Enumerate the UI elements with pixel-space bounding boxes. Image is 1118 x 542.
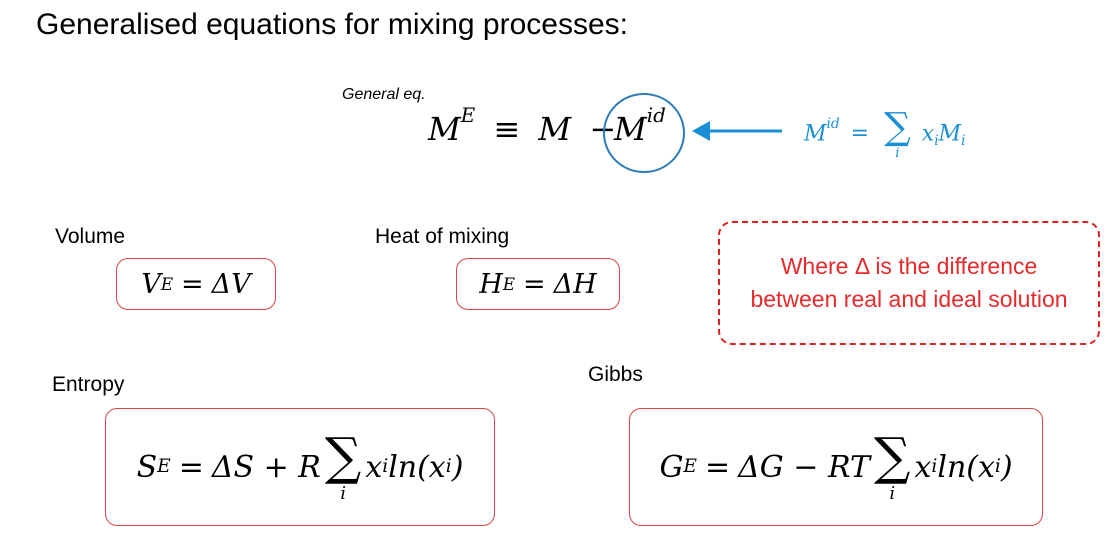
def-symbol: M <box>804 121 827 147</box>
gibbs-close: ) <box>1000 449 1013 485</box>
heat-equals: = <box>523 268 546 300</box>
sigma-glyph: ∑ <box>874 427 911 487</box>
heat-delta: ΔH <box>553 268 597 300</box>
mid-superscript: id <box>646 104 666 128</box>
entropy-sum: ∑ i <box>325 432 361 503</box>
volume-label: Volume <box>55 225 126 248</box>
volume-equals: = <box>181 268 204 300</box>
entropy-ln: ln(x <box>388 449 446 485</box>
entropy-label: Entropy <box>52 373 125 396</box>
sigma-glyph: ∑ <box>324 427 362 487</box>
mid-term: Mid <box>614 106 666 148</box>
sum-index: i <box>340 482 346 504</box>
gibbs-term: x <box>914 449 932 485</box>
entropy-rhs: ΔS + R <box>211 449 321 485</box>
def-superscript: id <box>826 116 840 133</box>
volume-delta: ΔV <box>211 268 251 300</box>
term-m-sub: i <box>961 133 966 150</box>
sigma-glyph: ∑ <box>884 104 911 148</box>
lhs-symbol: M <box>428 110 461 148</box>
annotation-graphics <box>603 93 782 173</box>
entropy-term: x <box>365 449 383 485</box>
sum-symbol: ∑ i <box>884 104 911 162</box>
ideal-definition: Mid = ∑ i xiMi <box>804 104 966 162</box>
delta-note-text: Where Δ is the difference between real a… <box>750 253 1068 312</box>
page-title: Generalised equations for mixing process… <box>36 8 628 41</box>
sum-index: i <box>895 146 900 162</box>
volume-symbol: V <box>141 268 161 300</box>
delta-note: Where Δ is the difference between real a… <box>718 221 1100 345</box>
term-x: x <box>921 121 935 147</box>
lhs-superscript: E <box>460 104 476 128</box>
m-symbol: M <box>538 110 572 148</box>
general-equation: ME ≡ M − <box>428 106 617 148</box>
highlight-circle <box>603 93 685 173</box>
mid-symbol: M <box>614 110 647 148</box>
heat-label: Heat of mixing <box>375 225 510 248</box>
arrow-left-icon <box>692 121 710 141</box>
minus-sign: − <box>589 110 617 148</box>
term-m: M <box>938 121 962 147</box>
entropy-equals: = <box>178 449 204 485</box>
gibbs-rhs: ΔG − RT <box>738 449 871 485</box>
sum-index: i <box>889 482 896 504</box>
gibbs-label: Gibbs <box>588 363 643 386</box>
gibbs-ln: ln(x <box>937 449 995 485</box>
term-x-sub: i <box>934 133 939 150</box>
entropy-symbol: S <box>136 449 158 485</box>
gibbs-sum: ∑ i <box>874 432 910 503</box>
gibbs-symbol: G <box>659 449 684 485</box>
entropy-close: ) <box>451 449 464 485</box>
def-equals: = <box>850 121 870 147</box>
general-eq-label: General eq. <box>342 86 426 103</box>
equiv-sign: ≡ <box>493 110 521 148</box>
gibbs-equals: = <box>704 449 731 485</box>
heat-symbol: H <box>479 268 503 300</box>
